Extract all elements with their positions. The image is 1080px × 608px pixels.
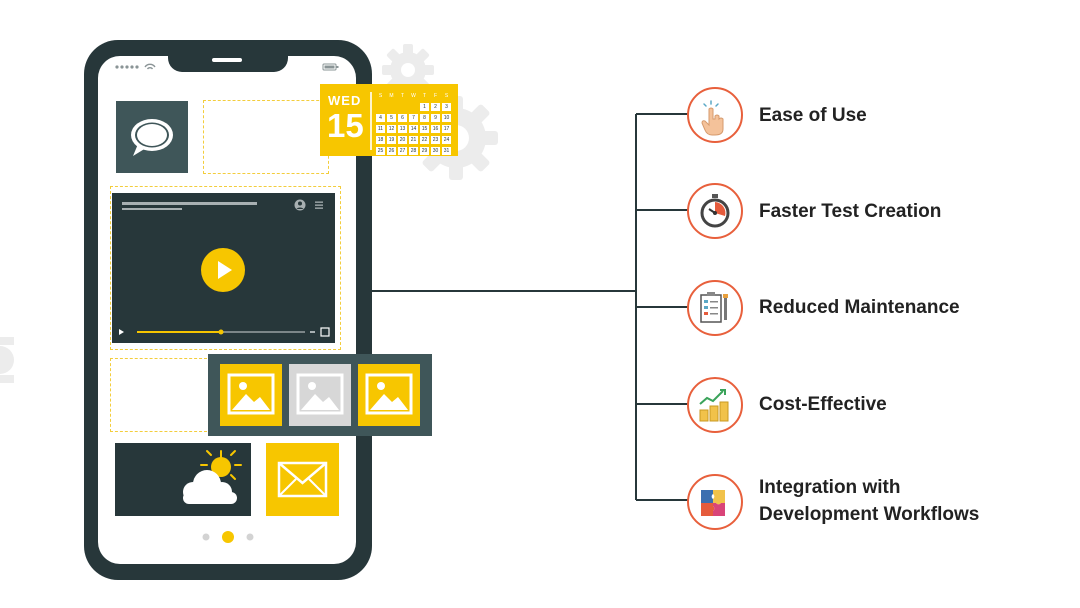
calendar-date: M bbox=[389, 93, 394, 99]
calendar-date: 2 bbox=[431, 103, 440, 111]
calendar-date: 20 bbox=[398, 136, 407, 144]
video-title-line bbox=[122, 202, 257, 205]
feature-label-line: Integration with bbox=[759, 477, 901, 498]
stopwatch-icon bbox=[700, 194, 730, 228]
calendar-date: 30 bbox=[431, 147, 440, 155]
pagination-dots[interactable] bbox=[200, 530, 256, 544]
calendar-date: 28 bbox=[409, 147, 418, 155]
feature-icon-circle bbox=[687, 87, 743, 143]
calendar-date: W bbox=[411, 93, 416, 99]
sun-cloud-icon bbox=[183, 450, 242, 504]
mail-tile[interactable] bbox=[266, 443, 339, 516]
feature-icon-circle bbox=[687, 377, 743, 433]
feature-label-line: Development Workflows bbox=[759, 504, 980, 525]
image-gallery[interactable] bbox=[208, 354, 432, 436]
puzzle-icon bbox=[701, 490, 725, 516]
calendar-date: 3 bbox=[442, 103, 451, 111]
calendar-date: 23 bbox=[431, 136, 440, 144]
feature-label: Reduced Maintenance bbox=[759, 297, 960, 318]
calendar-date: 29 bbox=[420, 147, 429, 155]
calendar-date: 10 bbox=[442, 114, 451, 122]
feature-label: Faster Test Creation bbox=[759, 201, 942, 222]
calendar-date: 14 bbox=[409, 125, 418, 133]
calendar-divider bbox=[370, 92, 372, 150]
calendar-date: 31 bbox=[442, 147, 451, 155]
phone-speaker bbox=[212, 58, 242, 62]
calendar-date: 26 bbox=[387, 147, 396, 155]
feature-icon-circle bbox=[687, 280, 743, 336]
battery-icon bbox=[322, 63, 339, 71]
calendar-date: 7 bbox=[409, 114, 418, 122]
calendar-date: S bbox=[378, 93, 383, 99]
calendar-date: 1 bbox=[420, 103, 429, 111]
calendar-date: 11 bbox=[376, 125, 385, 133]
phone-notch bbox=[168, 55, 288, 72]
video-player[interactable] bbox=[112, 193, 335, 343]
calendar-date: 17 bbox=[442, 125, 451, 133]
calendar-day-number: 15 bbox=[327, 107, 364, 144]
calendar-date: F bbox=[433, 93, 438, 99]
envelope-icon bbox=[277, 461, 328, 498]
calendar-date: 25 bbox=[376, 147, 385, 155]
calendar-date: 4 bbox=[376, 114, 385, 122]
play-button-icon[interactable] bbox=[200, 247, 246, 293]
calendar-date: 12 bbox=[387, 125, 396, 133]
chat-bubble-icon bbox=[131, 119, 173, 156]
calendar-date: T bbox=[422, 93, 427, 99]
gear-partial-icon bbox=[0, 337, 14, 383]
calendar-date-today: 15 bbox=[420, 125, 429, 133]
calendar-date: 6 bbox=[398, 114, 407, 122]
calendar-date: 13 bbox=[398, 125, 407, 133]
calendar-date: 19 bbox=[387, 136, 396, 144]
calendar-date: 8 bbox=[420, 114, 429, 122]
video-subtitle-line bbox=[122, 208, 182, 210]
feature-label: Integration with Development Workflows bbox=[759, 474, 979, 528]
calendar-date: 21 bbox=[409, 136, 418, 144]
feature-icon-circle bbox=[687, 474, 743, 530]
feature-icon-circle bbox=[687, 183, 743, 239]
feature-label: Cost-Effective bbox=[759, 394, 887, 415]
video-frame bbox=[110, 186, 341, 350]
calendar-date: 24 bbox=[442, 136, 451, 144]
calendar-date: 5 bbox=[387, 114, 396, 122]
calendar-date: 9 bbox=[431, 114, 440, 122]
image-icon[interactable] bbox=[358, 364, 420, 426]
calendar-date: T bbox=[400, 93, 405, 99]
image-icon[interactable] bbox=[220, 364, 282, 426]
hand-tap-icon bbox=[701, 100, 724, 136]
clipboard-tools-icon bbox=[700, 292, 728, 323]
chat-tile[interactable] bbox=[116, 101, 188, 173]
avatar-icon bbox=[294, 199, 306, 211]
weather-tile[interactable] bbox=[115, 443, 251, 516]
calendar-date: 27 bbox=[398, 147, 407, 155]
calendar-date: 18 bbox=[376, 136, 385, 144]
image-icon[interactable] bbox=[289, 364, 351, 426]
calendar-date: 22 bbox=[420, 136, 429, 144]
placeholder-box-2 bbox=[110, 358, 207, 432]
calendar-day-name: WED bbox=[328, 93, 362, 108]
menu-icon[interactable] bbox=[314, 200, 324, 210]
calendar-date: 16 bbox=[431, 125, 440, 133]
signal-wifi-icon bbox=[115, 63, 156, 70]
feature-label: Ease of Use bbox=[759, 105, 867, 126]
coins-growth-icon bbox=[699, 389, 729, 422]
calendar-date: S bbox=[444, 93, 449, 99]
video-controls[interactable] bbox=[117, 327, 331, 337]
